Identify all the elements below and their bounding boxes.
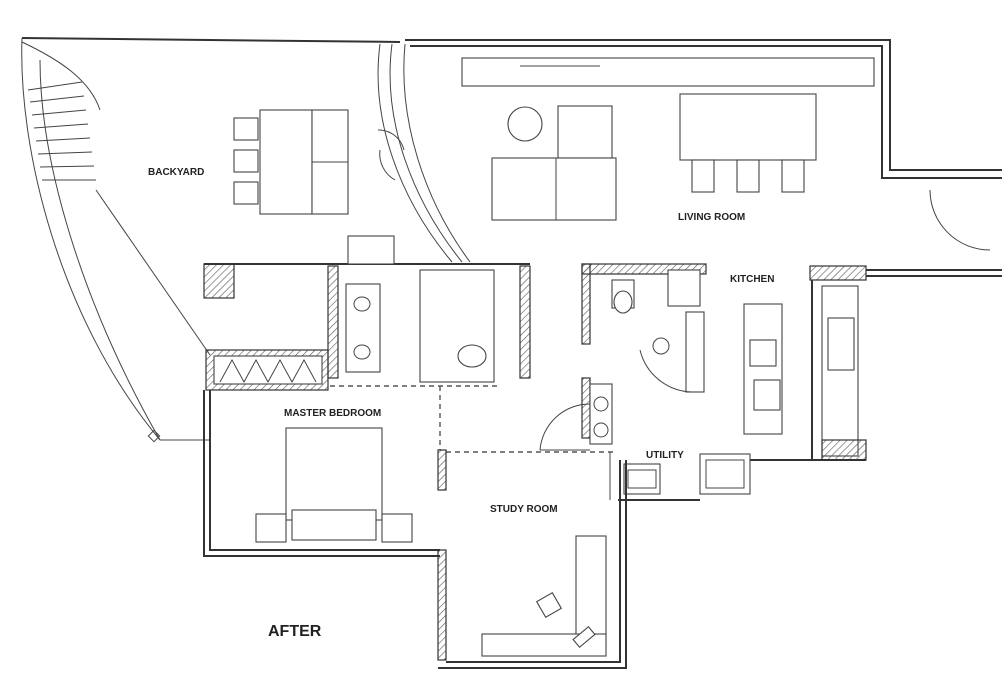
plan-title: AFTER: [268, 623, 322, 640]
backyard-label: BACKYARD: [148, 167, 204, 178]
outdoor-table-set: [233, 109, 349, 215]
master-bed: [255, 427, 413, 543]
study-room-area: STUDY ROOM: [437, 449, 627, 669]
kitchen-label: KITCHEN: [730, 274, 774, 285]
master-bedroom-area: MASTER BEDROOM: [203, 235, 531, 557]
utility-area: UTILITY: [618, 450, 751, 501]
backyard-area: BACKYARD: [21, 37, 401, 443]
stairs: [27, 81, 96, 181]
study-room-label: STUDY ROOM: [490, 504, 558, 515]
powder-room: [539, 263, 707, 451]
utility-label: UTILITY: [646, 450, 684, 461]
kitchen-area: KITCHEN: [730, 265, 1002, 461]
living-room-label: LIVING ROOM: [678, 212, 745, 223]
master-bedroom-label: MASTER BEDROOM: [284, 408, 381, 419]
living-room-area: LIVING ROOM: [405, 39, 1002, 251]
dining-table: [679, 93, 817, 193]
